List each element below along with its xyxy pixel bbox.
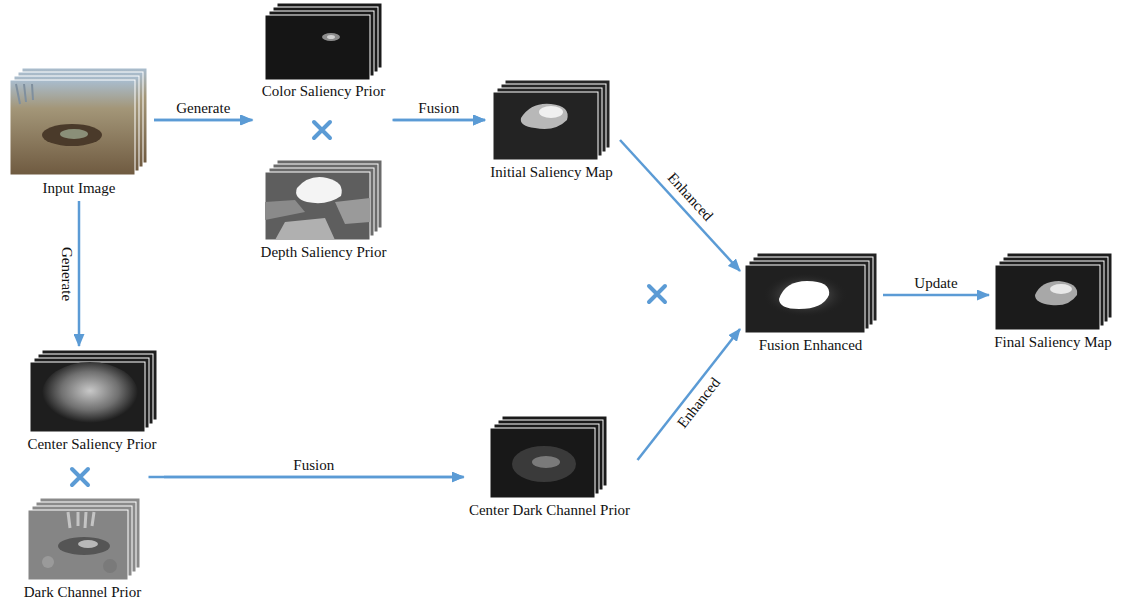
input-image-thumbnail <box>42 124 102 146</box>
fusion-enhanced-thumbnail <box>763 273 847 317</box>
dark-channel-thumbnail <box>58 537 110 555</box>
final-saliency-thumbnail <box>1050 284 1072 294</box>
final-saliency-thumbnail <box>995 253 1112 330</box>
color-saliency-thumbnail <box>322 33 340 41</box>
flow-arrow <box>620 140 740 271</box>
edge-label: Generate <box>176 100 230 117</box>
node-caption: Depth Saliency Prior <box>261 244 387 261</box>
final-saliency-thumbnail <box>995 265 1100 330</box>
center-dark-channel-thumbnail <box>490 416 607 498</box>
node-caption-line: Dark Channel Prior <box>21 584 145 601</box>
color-saliency-thumbnail <box>265 15 370 80</box>
depth-saliency-thumbnail <box>335 198 370 224</box>
image-node: Final Saliency Map <box>991 251 1115 351</box>
flow-arrow <box>78 201 81 346</box>
dark-channel-thumbnail <box>103 559 117 573</box>
dark-channel-thumbnail <box>28 498 140 580</box>
flow-arrow <box>154 119 252 122</box>
node-caption: Fusion Enhanced <box>759 337 863 354</box>
node-caption: Center Saliency Prior <box>27 436 156 453</box>
edge-label: Enhanced <box>674 374 724 431</box>
image-node: Center Saliency Prior <box>24 348 160 453</box>
flow-arrow <box>154 119 253 122</box>
dark-channel-thumbnail <box>28 510 128 580</box>
center-saliency-thumbnail <box>30 362 145 432</box>
center-dark-channel-thumbnail <box>532 456 560 468</box>
edge-label: Enhanced <box>663 169 715 224</box>
node-caption-line: Initial Saliency Map <box>487 164 616 181</box>
initial-saliency-thumbnail <box>521 104 568 129</box>
node-caption: Color Saliency Prior <box>262 83 385 100</box>
fusion-enhanced-thumbnail <box>745 265 865 333</box>
multiply-symbol <box>649 286 665 302</box>
multiply-symbol <box>314 122 330 138</box>
image-node: Fusion Enhanced <box>742 251 879 354</box>
input-image-thumbnail <box>10 80 135 175</box>
depth-saliency-thumbnail <box>265 200 305 220</box>
depth-saliency-thumbnail <box>296 177 342 203</box>
color-saliency-thumbnail <box>327 35 335 39</box>
multiply-symbol <box>72 469 88 485</box>
multiply-symbol <box>72 469 88 485</box>
dark-channel-thumbnail <box>68 512 94 528</box>
input-image-thumbnail <box>60 129 88 139</box>
node-caption-line: Fusion Enhanced <box>742 337 879 354</box>
initial-saliency-thumbnail <box>493 80 610 160</box>
dark-channel-thumbnail <box>42 556 54 568</box>
fusion-enhanced-thumbnail <box>779 281 829 309</box>
node-caption-line: Color Saliency Prior <box>259 83 389 100</box>
center-saliency-thumbnail <box>30 350 157 432</box>
node-caption: Final Saliency Map <box>994 334 1111 351</box>
center-saliency-thumbnail <box>42 362 138 426</box>
flow-arrow <box>394 119 486 122</box>
flow-arrow <box>149 476 464 479</box>
depth-saliency-thumbnail <box>265 172 370 240</box>
dark-channel-thumbnail <box>78 540 98 548</box>
flow-arrow <box>638 329 741 460</box>
center-dark-channel-thumbnail <box>490 428 595 498</box>
image-node: Input Image <box>8 66 150 197</box>
image-node: Dark Channel Prior <box>21 496 145 601</box>
image-node: Initial Saliency Map <box>487 78 616 181</box>
image-node: Depth Saliency Prior <box>258 158 390 261</box>
depth-saliency-thumbnail <box>265 160 382 240</box>
image-node: Color Saliency Prior <box>259 1 389 100</box>
multiply-symbol <box>649 286 665 302</box>
node-caption: Dark Channel Prior <box>24 584 141 601</box>
initial-saliency-thumbnail <box>493 92 598 160</box>
input-image-thumbnail <box>16 84 33 104</box>
node-caption-line: Final Saliency Map <box>991 334 1115 351</box>
edge-label: Fusion <box>293 457 334 474</box>
flow-arrow <box>393 119 486 122</box>
node-caption: Initial Saliency Map <box>490 164 612 181</box>
center-dark-channel-thumbnail <box>512 446 576 482</box>
fusion-enhanced-thumbnail <box>745 253 877 333</box>
multiply-symbol <box>314 122 330 138</box>
node-caption: Center Dark Channel Prior <box>469 502 630 519</box>
node-caption-line: Center Dark Channel Prior <box>466 502 634 519</box>
node-caption-line: Depth Saliency Prior <box>258 244 390 261</box>
color-saliency-thumbnail <box>265 3 382 80</box>
input-image-thumbnail <box>10 68 147 175</box>
node-caption-line: Center Saliency Prior <box>24 436 160 453</box>
edge-label: Fusion <box>418 100 459 117</box>
edge-label: Generate <box>58 246 75 300</box>
edge-label: Update <box>914 275 957 292</box>
image-node: Center Dark Channel Prior <box>466 414 634 519</box>
initial-saliency-thumbnail <box>539 106 563 118</box>
depth-saliency-thumbnail <box>275 218 335 240</box>
node-caption-line: Input Image <box>8 180 150 197</box>
node-caption: Input Image <box>43 180 116 197</box>
flow-arrow <box>883 294 989 297</box>
final-saliency-thumbnail <box>1035 281 1077 305</box>
